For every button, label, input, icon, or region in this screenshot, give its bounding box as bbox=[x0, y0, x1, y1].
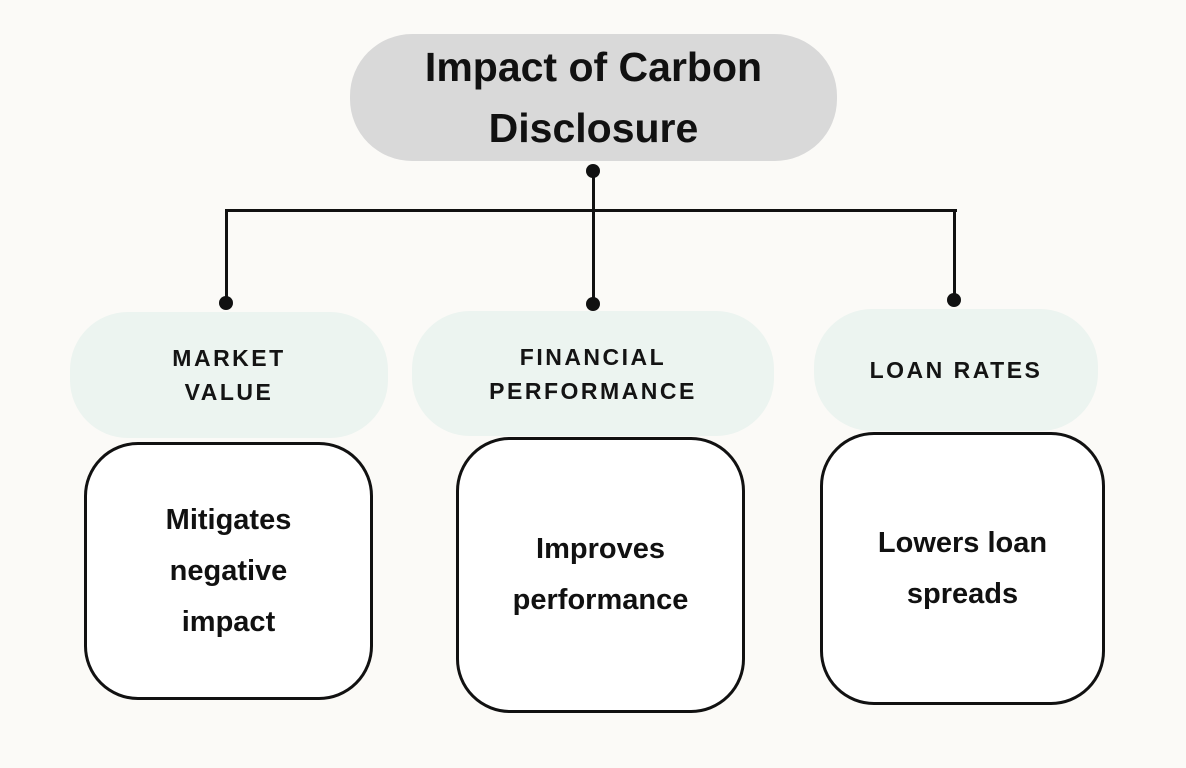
connector-dot-center bbox=[586, 297, 600, 311]
branch-detail-financial-performance: Improves performance bbox=[456, 437, 745, 713]
connector-dot-right bbox=[947, 293, 961, 307]
branch-header-financial-performance: FINANCIAL PERFORMANCE bbox=[412, 311, 774, 436]
branch-detail-text: Lowers loan spreads bbox=[877, 526, 1048, 610]
branch-header-loan-rates: LOAN RATES bbox=[814, 309, 1098, 431]
branch-detail-text: Improves performance bbox=[512, 533, 689, 616]
connector-horizontal-bar bbox=[225, 209, 957, 212]
branch-detail-text: Mitigates negative impact bbox=[165, 503, 292, 638]
branch-header-label: FINANCIAL PERFORMANCE bbox=[489, 343, 697, 404]
branch-detail-market-value: Mitigates negative impact bbox=[84, 442, 373, 700]
root-node-impact-of-carbon-disclosure: Impact of Carbon Disclosure bbox=[350, 34, 837, 161]
branch-header-label: LOAN RATES bbox=[869, 357, 1043, 383]
connector-drop-left bbox=[225, 209, 228, 305]
connector-dot-left bbox=[219, 296, 233, 310]
connector-drop-right bbox=[953, 209, 956, 301]
connector-stem-center bbox=[592, 170, 595, 306]
root-node-label: Impact of Carbon Disclosure bbox=[424, 43, 763, 151]
connector-dot-top bbox=[586, 164, 600, 178]
branch-detail-loan-rates: Lowers loan spreads bbox=[820, 432, 1105, 705]
branch-header-market-value: MARKET VALUE bbox=[70, 312, 388, 438]
branch-header-label: MARKET VALUE bbox=[172, 345, 286, 405]
